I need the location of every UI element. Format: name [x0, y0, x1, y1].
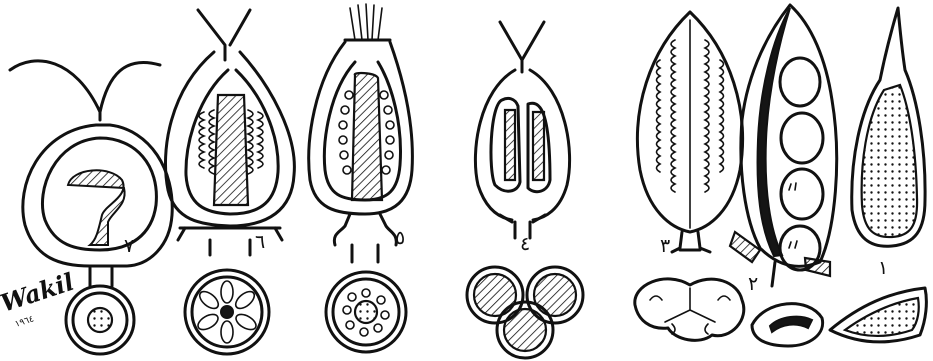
- signature-year: ١٩٦٤: [14, 314, 36, 330]
- cross-section-5: [326, 272, 406, 352]
- ovary-6-axile: [165, 10, 294, 255]
- ovary-2-marginal: [730, 5, 837, 286]
- cross-section-6: [185, 270, 269, 354]
- ovary-3-parietal: [637, 12, 742, 252]
- ovary-4-axile: [475, 22, 569, 238]
- label-5: ٥: [395, 227, 405, 249]
- cross-section-1: [830, 288, 926, 342]
- label-6: ٦: [255, 231, 265, 253]
- ovary-1-many-ovules: [852, 8, 925, 246]
- ovary-5-free-central: [309, 4, 413, 262]
- cross-section-4: [467, 267, 583, 358]
- cross-section-3: [635, 279, 744, 340]
- cross-section-7: [66, 286, 134, 354]
- label-7: ٧: [124, 235, 134, 257]
- cross-section-2: [752, 304, 823, 346]
- label-3: ٣: [660, 235, 670, 257]
- label-2: ٢: [748, 273, 758, 295]
- label-1: ١: [878, 257, 888, 279]
- ovary-7-basal: [10, 61, 172, 286]
- artist-signature: Wakil: [0, 267, 77, 318]
- label-4: ٤: [520, 233, 530, 255]
